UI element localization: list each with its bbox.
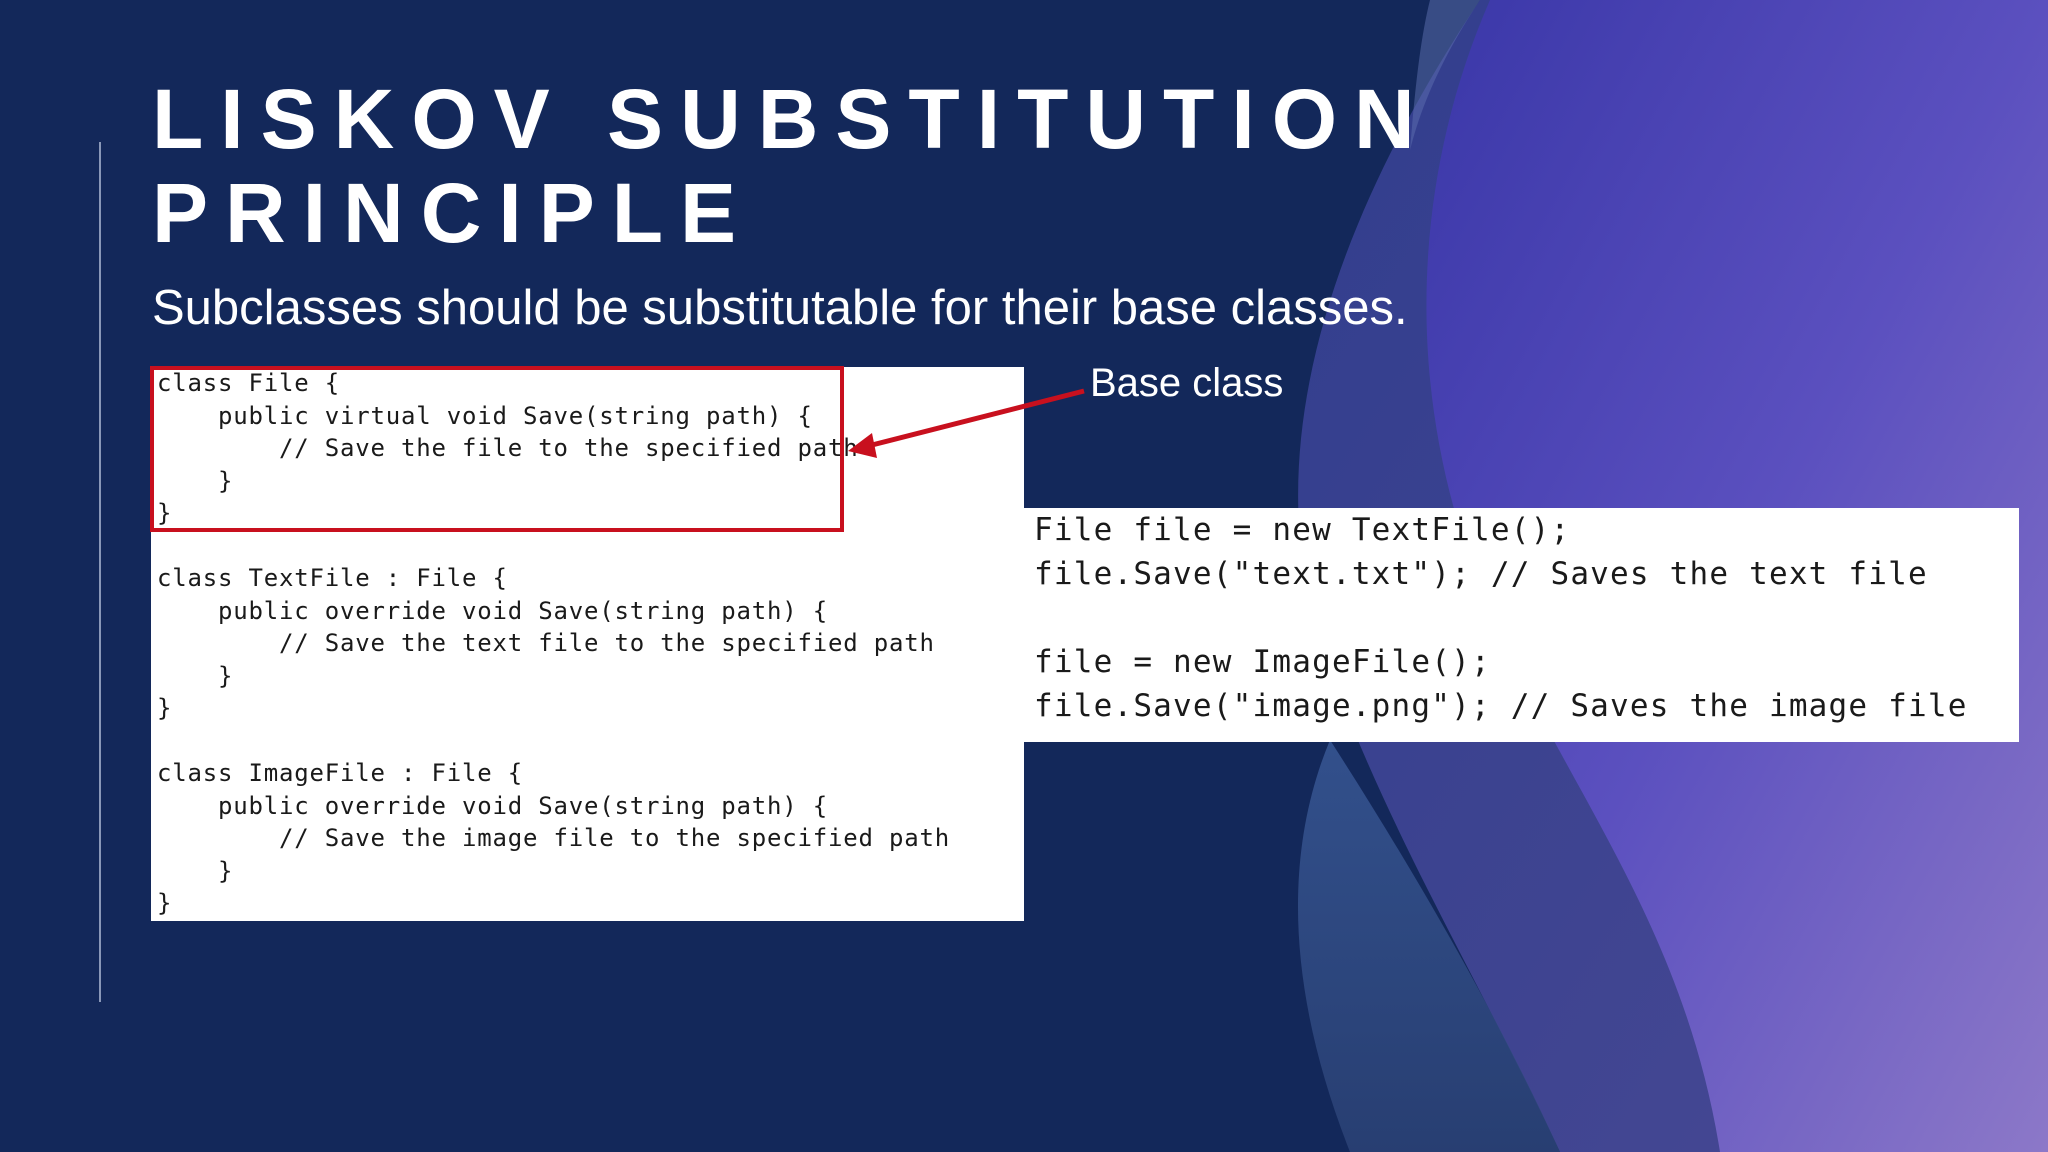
code-line: } bbox=[157, 661, 234, 690]
class-definitions-code: class File { public virtual void Save(st… bbox=[157, 367, 950, 920]
base-class-highlight-box bbox=[150, 366, 844, 532]
title-line-2: PRINCIPLE bbox=[152, 166, 754, 260]
code-line: file.Save("image.png"); // Saves the ima… bbox=[1034, 688, 1968, 724]
code-line: class TextFile : File { bbox=[157, 564, 508, 592]
usage-code: File file = new TextFile(); file.Save("t… bbox=[1034, 508, 1968, 728]
usage-code-panel: File file = new TextFile(); file.Save("t… bbox=[1024, 508, 2019, 742]
code-line: } bbox=[157, 889, 173, 917]
code-line: File file = new TextFile(); bbox=[1034, 512, 1571, 548]
code-line: file = new ImageFile(); bbox=[1034, 644, 1491, 680]
code-line: } bbox=[157, 466, 234, 495]
code-line: public virtual void Save(string path) { bbox=[157, 401, 813, 430]
code-line: // Save the image file to the specified … bbox=[157, 824, 950, 852]
slide-subtitle: Subclasses should be substitutable for t… bbox=[152, 281, 1408, 335]
code-line: file.Save("text.txt"); // Saves the text… bbox=[1034, 556, 1928, 592]
decorative-vertical-line bbox=[99, 142, 101, 1002]
code-line: // Save the file to the specified path bbox=[157, 434, 859, 462]
code-line: public override void Save(string path) { bbox=[157, 791, 828, 820]
code-line: } bbox=[157, 499, 173, 527]
code-line: } bbox=[157, 694, 173, 722]
code-line: public override void Save(string path) { bbox=[157, 596, 828, 625]
code-line: // Save the text file to the specified p… bbox=[157, 629, 935, 657]
code-line: } bbox=[157, 856, 234, 885]
code-line: class File { bbox=[157, 369, 340, 397]
code-line: class ImageFile : File { bbox=[157, 759, 523, 787]
title-line-1: LISKOV SUBSTITUTION bbox=[152, 72, 1432, 166]
class-definitions-code-panel: class File { public virtual void Save(st… bbox=[151, 367, 1024, 921]
base-class-callout-label: Base class bbox=[1090, 361, 1284, 405]
